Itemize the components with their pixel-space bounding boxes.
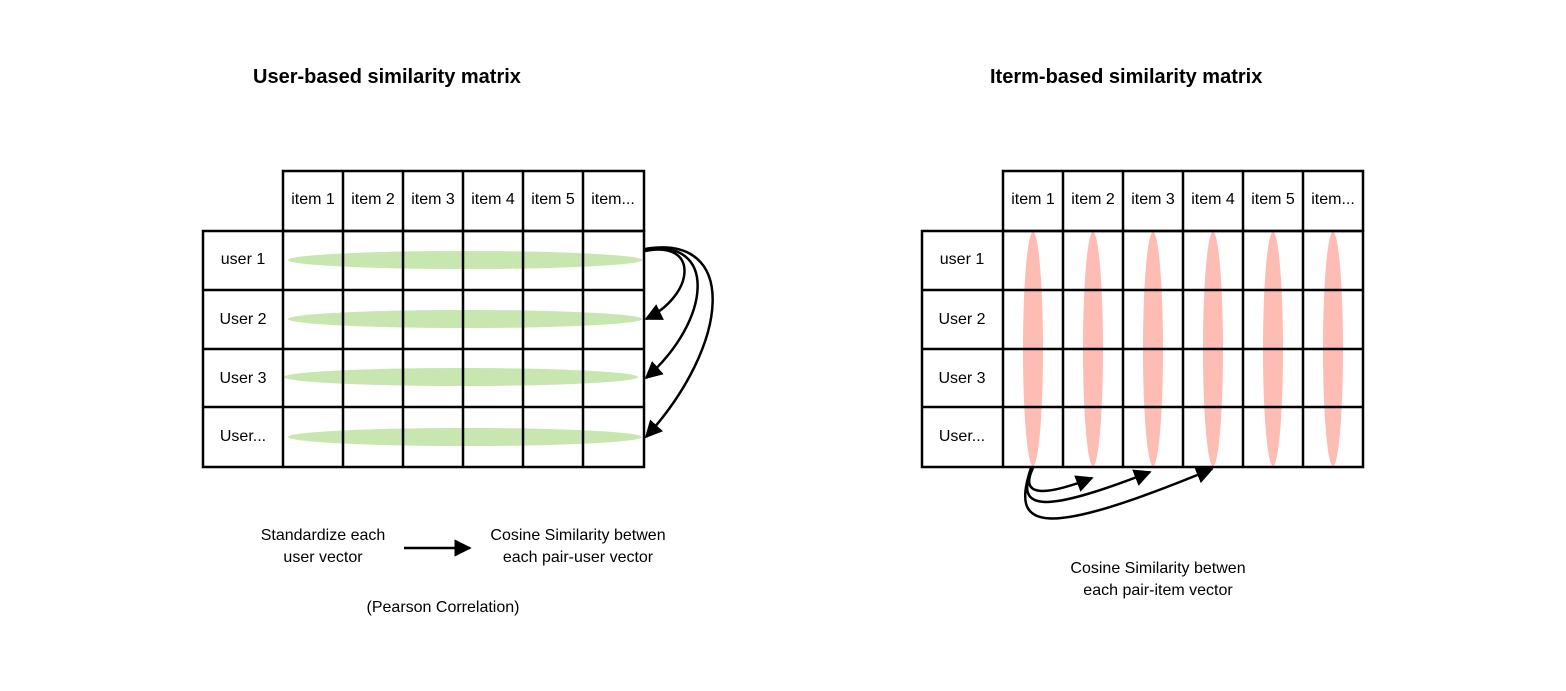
legend-from-text: Standardize each user vector: [260, 527, 386, 566]
item-caption: Cosine Similarity betwen each pair-item …: [1070, 560, 1246, 599]
column-header: item 2: [1071, 191, 1115, 208]
user-matrix: item 1 item 2 item 3 item 4 item 5 item.…: [201, 169, 714, 557]
item-curved-arrow: [1023, 466, 1214, 520]
item-panel-title: Iterm-based similarity matrix: [990, 66, 1263, 88]
pearson-note: (Pearson Correlation): [366, 599, 520, 616]
legend-to-text: Cosine Similarity betwen each pair-user …: [490, 527, 666, 566]
user-row-highlight: [288, 310, 642, 328]
row-header: User 2: [938, 311, 985, 328]
column-header: item 5: [531, 191, 575, 208]
user-matrix-row-headers: user 1 User 2 User 3 User...: [219, 251, 266, 445]
user-curved-arrow: [644, 247, 699, 380]
column-header: item 4: [1191, 191, 1235, 208]
column-header: item 3: [1131, 191, 1175, 208]
user-row-highlight: [288, 251, 642, 269]
column-header: item 1: [291, 191, 335, 208]
column-header: item 1: [1011, 191, 1055, 208]
user-matrix-highlights: [284, 251, 642, 446]
item-matrix-grid: [920, 169, 1365, 469]
column-header: item 5: [1251, 191, 1295, 208]
user-row-highlight: [284, 368, 638, 386]
row-header: User 2: [219, 311, 266, 328]
user-matrix-grid: [201, 169, 646, 469]
item-matrix-row-headers: user 1 User 2 User 3 User...: [938, 251, 985, 445]
column-header: item 4: [471, 191, 515, 208]
row-header: User...: [220, 428, 266, 445]
item-matrix: item 1 item 2 item 3 item 4 item 5 item.…: [920, 169, 1365, 520]
item-curved-arrow: [1026, 467, 1152, 504]
user-curved-arrow: [644, 248, 686, 321]
user-panel-title: User-based similarity matrix: [253, 66, 521, 88]
row-header: User 3: [938, 370, 985, 387]
column-header: item...: [1311, 191, 1355, 208]
row-header: User...: [939, 428, 985, 445]
row-header: user 1: [940, 251, 985, 268]
row-header: user 1: [221, 251, 266, 268]
user-curved-arrow: [644, 246, 714, 439]
user-matrix-col-headers: item 1 item 2 item 3 item 4 item 5 item.…: [291, 191, 635, 208]
item-matrix-col-headers: item 1 item 2 item 3 item 4 item 5 item.…: [1011, 191, 1355, 208]
user-similarity-arrows: [644, 246, 714, 439]
row-header: User 3: [219, 370, 266, 387]
column-header: item...: [591, 191, 635, 208]
item-similarity-arrows: [1023, 466, 1214, 520]
column-header: item 2: [351, 191, 395, 208]
user-row-highlight: [288, 428, 642, 446]
column-header: item 3: [411, 191, 455, 208]
item-curved-arrow: [1027, 467, 1094, 493]
